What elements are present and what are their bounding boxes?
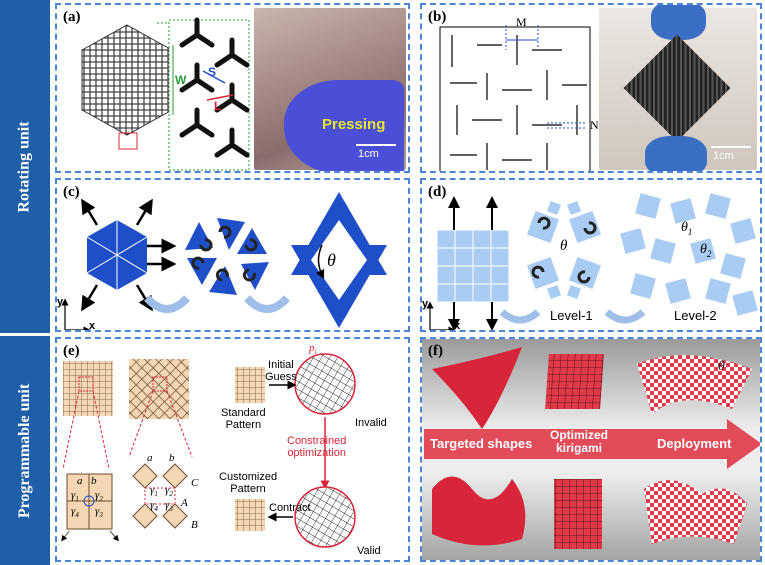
- axis-x-c: x: [89, 320, 95, 332]
- standard-pattern-label: Standard Pattern: [221, 407, 266, 431]
- pressing-photo: Pressing 1cm: [254, 8, 406, 170]
- customized-pattern-label: Customized Pattern: [219, 471, 277, 495]
- label-w: W: [175, 73, 186, 87]
- constrained-optimization-label: Constrained optimization: [287, 435, 346, 459]
- programmable-unit-label: Programmable unit: [16, 383, 34, 517]
- scale-label-b: 1cm: [713, 150, 734, 162]
- axis-y-c: y: [57, 296, 63, 308]
- invalid-label: Invalid: [355, 417, 387, 429]
- label-b-small: b: [91, 475, 97, 487]
- gamma4-diamond: γ4: [150, 499, 158, 513]
- panel-e-label: (e): [63, 343, 80, 360]
- contract-label: Contract: [269, 502, 311, 514]
- gamma4-left: γ4: [71, 505, 79, 519]
- scale-bar-a: [356, 144, 396, 146]
- gamma3-left: γ3: [95, 505, 103, 519]
- panel-c-label: (c): [63, 184, 80, 201]
- label-b-diamond: b: [169, 452, 175, 464]
- panel-d: (d) θ θ1 θ2 Level-1 Level-2 y x: [420, 178, 762, 332]
- gamma2-diamond: γ2: [165, 484, 173, 498]
- panel-b: (b) M N 1cm: [420, 3, 762, 173]
- theta-c: θ: [327, 250, 336, 271]
- p-i-label: pi: [309, 342, 316, 356]
- panel-e: (e) a b γ1 γ2 γ4 γ3 a b C A B γ1 γ2 γ4 γ…: [55, 337, 410, 562]
- rotating-unit-label: Rotating unit: [16, 121, 34, 212]
- valid-label: Valid: [357, 545, 381, 557]
- glove-bottom: [645, 136, 707, 173]
- panel-a-label: (a): [63, 9, 81, 26]
- stretching-photo: 1cm: [599, 8, 757, 170]
- gamma2-left: γ2: [95, 489, 103, 503]
- panel-c: (c) θ y x: [55, 178, 410, 332]
- scale-label-a: 1cm: [358, 148, 379, 160]
- panel-d-label: (d): [428, 184, 446, 201]
- label-a-cap-diamond: A: [181, 497, 188, 509]
- deployment-label: Deployment: [657, 436, 731, 451]
- label-b-cap-diamond: B: [191, 519, 198, 531]
- label-s: S: [208, 65, 216, 79]
- panel-a: (a) W S L Pressing 1cm: [55, 3, 410, 173]
- label-a-diamond: a: [147, 452, 153, 464]
- programmable-unit-bar: Programmable unit: [0, 336, 50, 565]
- panel-c-graphics: [57, 180, 410, 332]
- theta1-d: θ1: [681, 220, 692, 237]
- gamma1-diamond: γ1: [150, 484, 158, 498]
- axis-y-d: y: [422, 298, 428, 310]
- kirigami-sheet: [624, 35, 731, 142]
- optimized-kirigami-label: Optimized kirigami: [550, 429, 608, 455]
- theta2-d: θ2: [700, 242, 711, 259]
- pressing-label: Pressing: [322, 116, 385, 133]
- panel-b-label: (b): [428, 9, 446, 26]
- theta-d: θ: [560, 238, 567, 255]
- label-c-diamond: C: [191, 477, 198, 489]
- label-m: M: [516, 15, 527, 30]
- level1-label: Level-1: [550, 308, 593, 323]
- gamma3-diamond: γ3: [165, 499, 173, 513]
- label-a-small: a: [77, 475, 83, 487]
- theta-f: θ: [718, 359, 725, 375]
- gamma1-left: γ1: [71, 489, 79, 503]
- panel-f: (f) Targeted shapes Optimized kirigami D…: [420, 337, 762, 562]
- scale-bar-b: [711, 146, 751, 148]
- targeted-shapes-label: Targeted shapes: [430, 436, 532, 451]
- label-n: N: [590, 118, 599, 133]
- label-l: L: [214, 99, 221, 113]
- initial-guess-label: Initial Guess: [265, 359, 297, 383]
- panel-e-graphics: [57, 339, 410, 562]
- glove-top: [651, 3, 706, 40]
- axis-x-d: x: [454, 320, 460, 332]
- panel-f-label: (f): [428, 343, 443, 360]
- level2-label: Level-2: [674, 308, 717, 323]
- rotating-unit-bar: Rotating unit: [0, 0, 50, 333]
